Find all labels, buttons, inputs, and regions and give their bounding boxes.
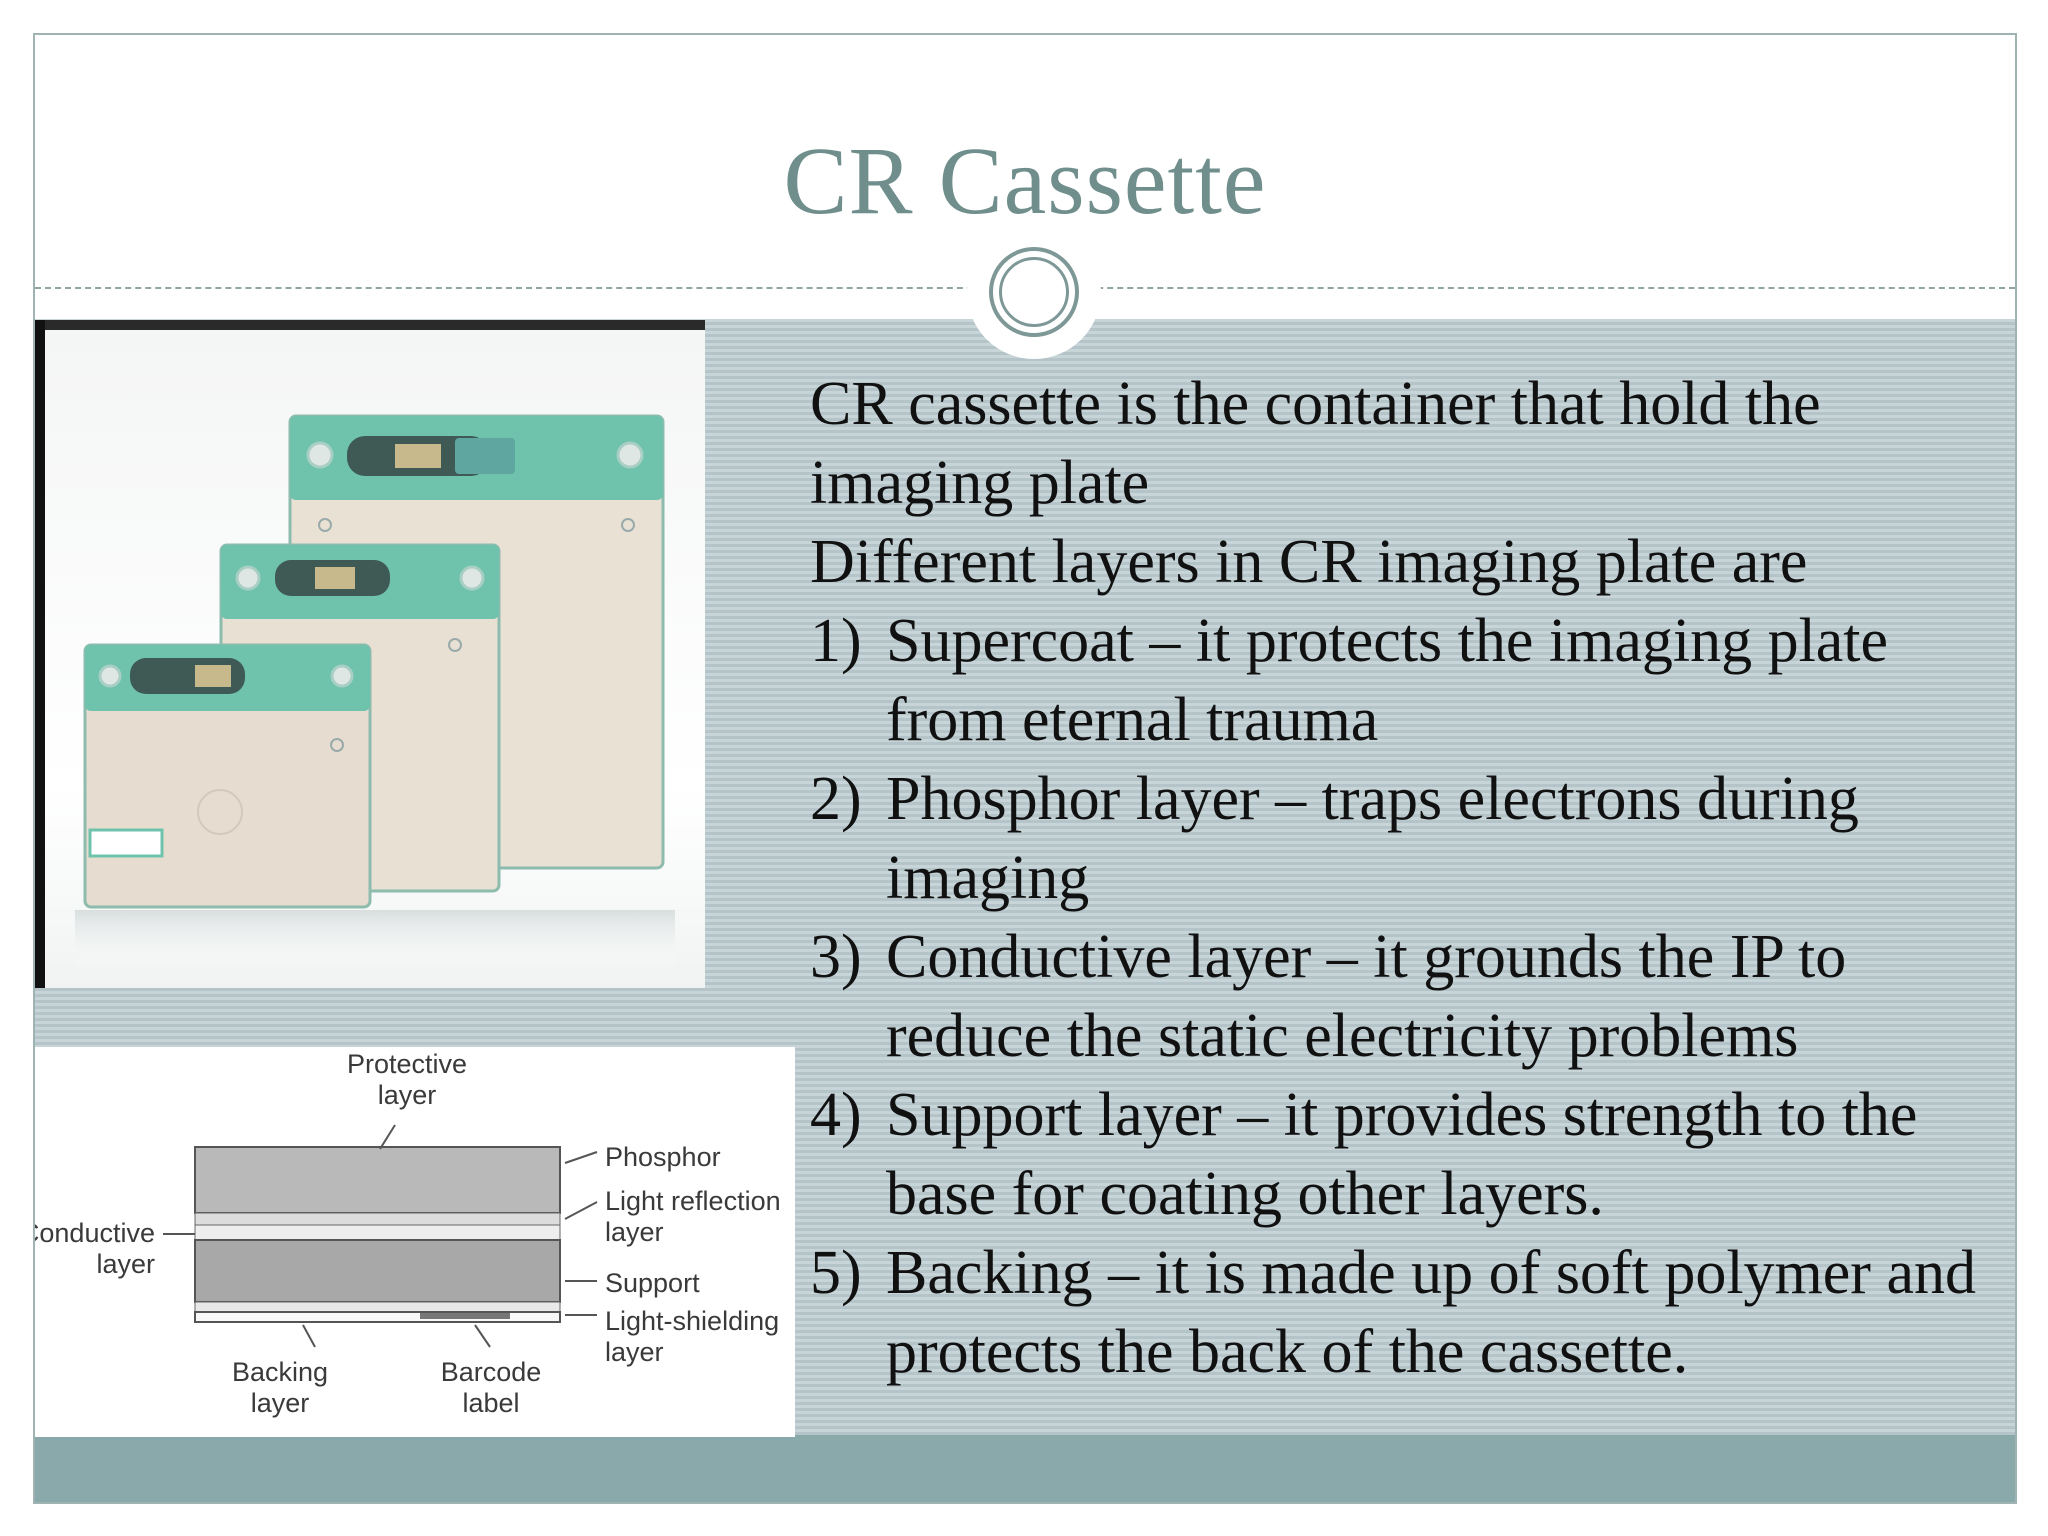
list-item-number: 4) bbox=[810, 1081, 862, 1149]
label-light-reflection-1: Light reflection bbox=[605, 1186, 781, 1216]
label-backing-2: layer bbox=[251, 1388, 310, 1418]
list-item: 3) Conductive layer – it grounds the IP … bbox=[810, 918, 2015, 1076]
label-protective-layer-2: layer bbox=[378, 1080, 437, 1110]
list-item-number: 1) bbox=[810, 607, 862, 675]
layer-list: 1) Supercoat – it protects the imaging p… bbox=[810, 602, 2015, 1392]
label-backing-1: Backing bbox=[232, 1357, 328, 1387]
label-conductive-1: Conductive bbox=[35, 1218, 155, 1248]
list-item-number: 3) bbox=[810, 923, 862, 991]
layer-diagram: Protective layer Phosphor Light reflecti… bbox=[35, 1047, 795, 1437]
label-barcode-2: label bbox=[462, 1388, 519, 1418]
list-item-number: 5) bbox=[810, 1239, 862, 1307]
list-item-text: Backing – it is made up of soft polymer … bbox=[886, 1239, 1976, 1386]
list-item: 4) Support layer – it provides strength … bbox=[810, 1076, 2015, 1234]
label-protective-layer-1: Protective bbox=[347, 1049, 467, 1079]
list-item: 1) Supercoat – it protects the imaging p… bbox=[810, 602, 2015, 760]
label-light-shielding-2: layer bbox=[605, 1337, 664, 1367]
intro-line-2: Different layers in CR imaging plate are bbox=[810, 528, 1808, 596]
label-conductive-2: layer bbox=[96, 1249, 155, 1279]
label-barcode-1: Barcode bbox=[441, 1357, 542, 1387]
list-item-number: 2) bbox=[810, 765, 862, 833]
slide: CR Cassette bbox=[33, 33, 2017, 1504]
label-phosphor: Phosphor bbox=[605, 1142, 721, 1172]
ring-icon bbox=[989, 247, 1079, 337]
list-item: 2) Phosphor layer – traps electrons duri… bbox=[810, 760, 2015, 918]
footer-bar bbox=[35, 1435, 2015, 1502]
slide-title: CR Cassette bbox=[783, 127, 1267, 234]
list-item-text: Support layer – it provides strength to … bbox=[886, 1081, 1918, 1228]
list-item-text: Conductive layer – it grounds the IP to … bbox=[886, 923, 1847, 1070]
cassette-photo bbox=[35, 320, 705, 988]
cassettes-illustration bbox=[75, 414, 675, 970]
label-light-shielding-1: Light-shielding bbox=[605, 1306, 779, 1336]
intro-line-1: CR cassette is the container that hold t… bbox=[810, 370, 1821, 517]
list-item-text: Supercoat – it protects the imaging plat… bbox=[886, 607, 1889, 754]
layer-stack bbox=[194, 1146, 561, 1323]
label-light-reflection-2: layer bbox=[605, 1217, 664, 1247]
list-item: 5) Backing – it is made up of soft polym… bbox=[810, 1234, 2015, 1392]
list-item-text: Phosphor layer – traps electrons during … bbox=[886, 765, 1859, 912]
circle-ornament bbox=[967, 225, 1101, 359]
body-text: CR cassette is the container that hold t… bbox=[810, 365, 2015, 1392]
small-cassette bbox=[83, 643, 372, 909]
label-support: Support bbox=[605, 1268, 700, 1298]
